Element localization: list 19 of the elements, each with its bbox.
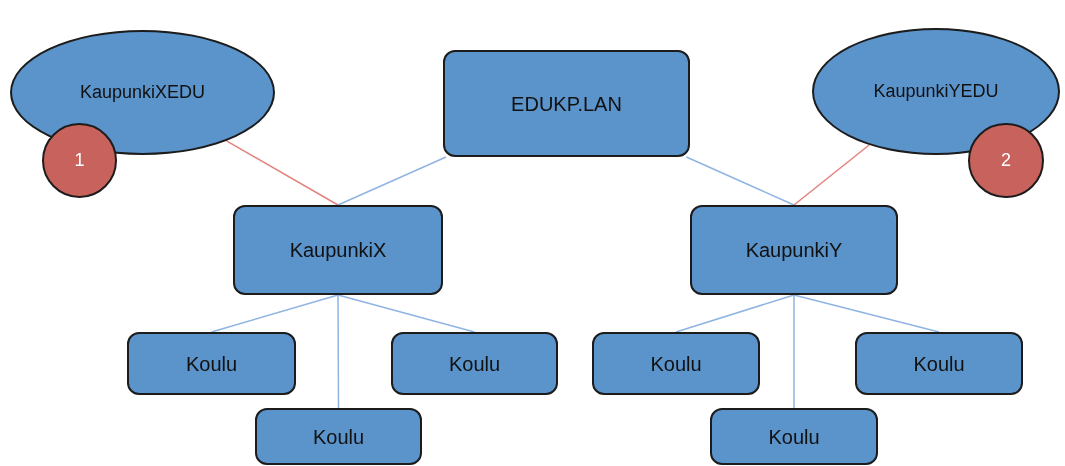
connector-line [337,294,340,409]
connector-line [337,156,447,206]
process-box: KaupunkiX [233,205,443,295]
process-box: Koulu [710,408,878,465]
connector-line [337,294,476,333]
connector-line [793,294,795,409]
process-box: Koulu [255,408,422,465]
process-box: EDUKP.LAN [443,50,690,157]
process-box: KaupunkiY [690,205,898,295]
connector-line [210,294,339,333]
process-box: Koulu [855,332,1023,395]
connector-line [793,144,870,206]
process-box: Koulu [391,332,558,395]
connector-line [793,294,940,333]
connector-line [225,140,339,206]
process-box: Koulu [127,332,296,395]
process-box: Koulu [592,332,760,395]
connector-line [685,156,795,206]
connector-line [675,294,795,333]
